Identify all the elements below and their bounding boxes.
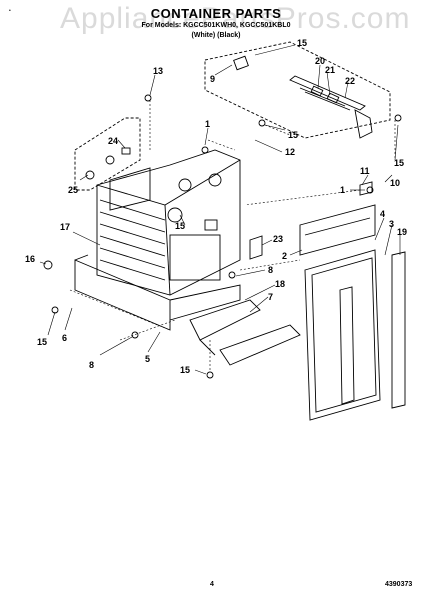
- callout-labels: 15 9 20 21 22 13 1 15 12 15 24 25 11 1 1…: [25, 38, 407, 375]
- callout-23: 23: [273, 234, 283, 244]
- corner-mark: •: [9, 8, 11, 14]
- model-subtitle: For Models: KGCC501KWH0, KGCC501KBL0: [141, 22, 291, 29]
- callout-leaders: [39, 44, 401, 375]
- callout-13: 13: [153, 66, 163, 76]
- diagram-title: CONTAINER PARTS: [150, 6, 282, 21]
- callout-12: 12: [285, 147, 295, 157]
- page-number: 4: [210, 581, 214, 588]
- callout-15-bottom: 15: [180, 365, 190, 375]
- watermark-text: AppliancePartsPros.com: [60, 2, 411, 35]
- color-note: (White) (Black): [191, 32, 241, 39]
- cabinet-body: [96, 149, 241, 296]
- callout-4: 4: [380, 209, 385, 219]
- callout-18: 18: [275, 279, 285, 289]
- control-panel-group: [204, 41, 391, 139]
- callout-10: 10: [390, 178, 400, 188]
- callout-7: 7: [268, 292, 273, 302]
- callout-5: 5: [145, 354, 150, 364]
- callout-6: 6: [62, 333, 67, 343]
- callout-22: 22: [345, 76, 355, 86]
- callout-16: 16: [25, 254, 35, 264]
- callout-25: 25: [68, 185, 78, 195]
- callout-8-right: 8: [268, 265, 273, 275]
- callout-15-right: 15: [394, 158, 404, 168]
- callout-15-mid: 15: [288, 130, 298, 140]
- callout-21: 21: [325, 65, 335, 75]
- callout-1-top: 1: [205, 119, 210, 129]
- base-assembly: [74, 254, 301, 366]
- callout-15-top: 15: [297, 38, 307, 48]
- callout-8-left: 8: [89, 360, 94, 370]
- document-number: 4390373: [385, 581, 413, 588]
- callout-24: 24: [108, 136, 118, 146]
- leader-lines: [69, 100, 396, 370]
- callout-11: 11: [360, 166, 370, 176]
- door-group: [299, 204, 406, 421]
- left-hardware-group: [74, 117, 141, 191]
- callout-15-cabinet: 15: [175, 221, 185, 231]
- fasteners: [43, 94, 402, 379]
- callout-3: 3: [389, 219, 394, 229]
- callout-9: 9: [210, 74, 215, 84]
- callout-19: 19: [397, 227, 407, 237]
- callout-20: 20: [315, 56, 325, 66]
- callout-1-right: 1: [340, 185, 345, 195]
- callout-15-left: 15: [37, 337, 47, 347]
- callout-17: 17: [60, 222, 70, 232]
- callout-2: 2: [282, 251, 287, 261]
